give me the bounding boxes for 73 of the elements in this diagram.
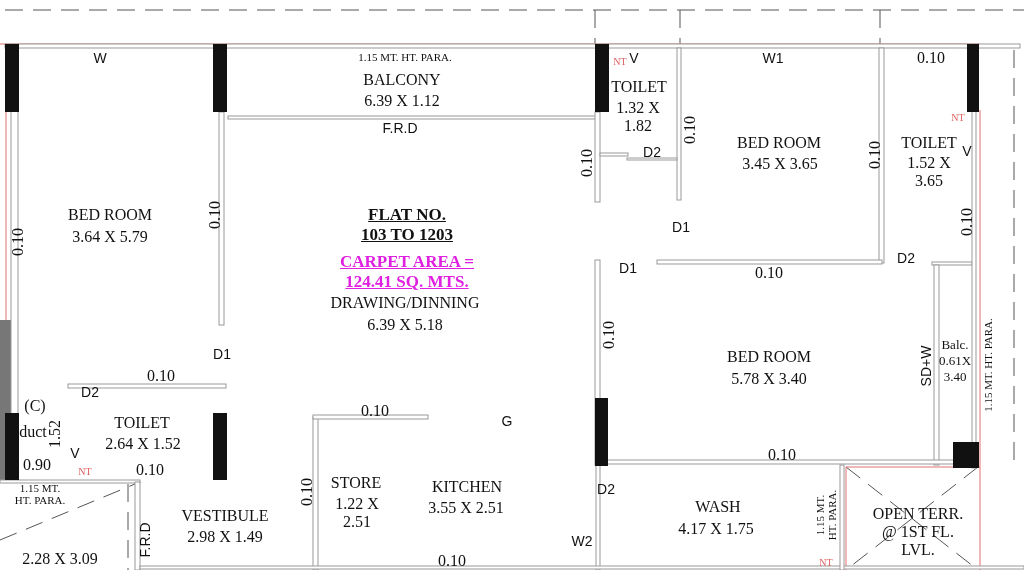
room-label: 6.39 X 1.12 [364, 92, 440, 110]
opening-tag: G [501, 413, 513, 429]
room-label: 1.52 X 3.65 [906, 154, 952, 190]
room-label: KITCHEN [431, 478, 503, 496]
room-label: TOILET [611, 78, 667, 96]
dimension-label: 0.90 [23, 456, 51, 474]
opening-tag: D1 [619, 260, 637, 276]
carpet-area-note: CARPET AREA = 124.41 SQ. MTS. [338, 252, 476, 292]
room-label: BED ROOM [68, 206, 152, 224]
opening-tag: W1 [762, 50, 784, 66]
dimension-label: 0.10 [755, 264, 783, 282]
room-label: TOILET [901, 134, 957, 152]
room-label: DRAWING/DINNING [330, 294, 480, 312]
dimension-label: 0.10 [438, 552, 466, 570]
opening-tag: D2 [81, 384, 99, 400]
opening-tag: D2 [897, 250, 915, 266]
room-label: 3.64 X 5.79 [72, 228, 148, 246]
room-label: TOILET [114, 414, 170, 432]
opening-tag: W2 [571, 533, 593, 549]
dimension-label: 0.10 [866, 141, 884, 169]
dimension-label: 0.10 [9, 228, 27, 256]
opening-tag: D1 [213, 346, 231, 362]
dimension-label: 0.10 [206, 201, 224, 229]
opening-tag: F.R.D [382, 120, 418, 136]
nahani-trap-tag: NT [613, 55, 627, 67]
room-label: 3.55 X 2.51 [428, 499, 504, 517]
dimension-label: 0.10 [958, 208, 976, 236]
opening-tag: V [70, 445, 80, 461]
room-label: BED ROOM [737, 134, 821, 152]
opening-tag: D2 [597, 481, 615, 497]
dimension-label: 0.10 [136, 461, 164, 479]
opening-tag: F.R.D [137, 522, 153, 558]
room-label: STORE [330, 474, 382, 492]
dimension-label: 0.10 [917, 49, 945, 67]
dimension-label: 0.10 [361, 402, 389, 420]
room-label: BALCONY [363, 71, 441, 89]
opening-tag: V [962, 143, 972, 159]
room-label: 2.28 X 3.09 [22, 550, 98, 568]
dimension-label: 0.10 [147, 367, 175, 385]
dimension-label: 0.10 [578, 149, 596, 177]
opening-tag: D1 [672, 219, 690, 235]
room-label: 2.64 X 1.52 [105, 435, 181, 453]
room-label: 3.45 X 3.65 [742, 155, 818, 173]
parapet-note: 1.15 MT. HT. PARA. [13, 482, 67, 506]
flat-number: FLAT NO. 103 TO 1203 [360, 205, 454, 245]
room-label: 1.32 X 1.82 [615, 99, 661, 135]
room-label: duct [19, 423, 47, 441]
room-label: Balc. 0.61X 3.40 [937, 337, 973, 385]
parapet-note: 1.15 MT. HT. PARA. [814, 488, 838, 543]
room-label: 5.78 X 3.40 [731, 370, 807, 388]
room-label: 1.22 X 2.51 [334, 495, 380, 531]
room-label: 2.98 X 1.49 [187, 528, 263, 546]
dimension-label: 0.10 [681, 116, 699, 144]
room-label: OPEN TERR. @ 1ST FL. LVL. [871, 505, 965, 559]
nahani-trap-tag: NT [78, 465, 92, 477]
dimension-label: 0.10 [298, 478, 316, 506]
parapet-note: 1.15 MT. HT. PARA. [982, 318, 994, 412]
dimension-label: 0.10 [600, 321, 618, 349]
dimension-label: 0.10 [768, 446, 796, 464]
parapet-note: 1.15 MT. HT. PARA. [358, 51, 452, 63]
room-label: 6.39 X 5.18 [367, 316, 443, 334]
dimension-label: 1.52 [46, 420, 64, 448]
room-label: BED ROOM [727, 348, 811, 366]
opening-tag: W [93, 50, 107, 66]
room-label: (C) [24, 397, 46, 415]
opening-tag: D2 [643, 144, 661, 160]
opening-tag: V [629, 50, 639, 66]
nahani-trap-tag: NT [819, 556, 833, 568]
nahani-trap-tag: NT [951, 111, 965, 123]
room-label: WASH [695, 498, 741, 516]
opening-tag: SD+W [918, 345, 934, 387]
room-label: VESTIBULE [181, 507, 269, 525]
room-label: 4.17 X 1.75 [678, 520, 754, 538]
